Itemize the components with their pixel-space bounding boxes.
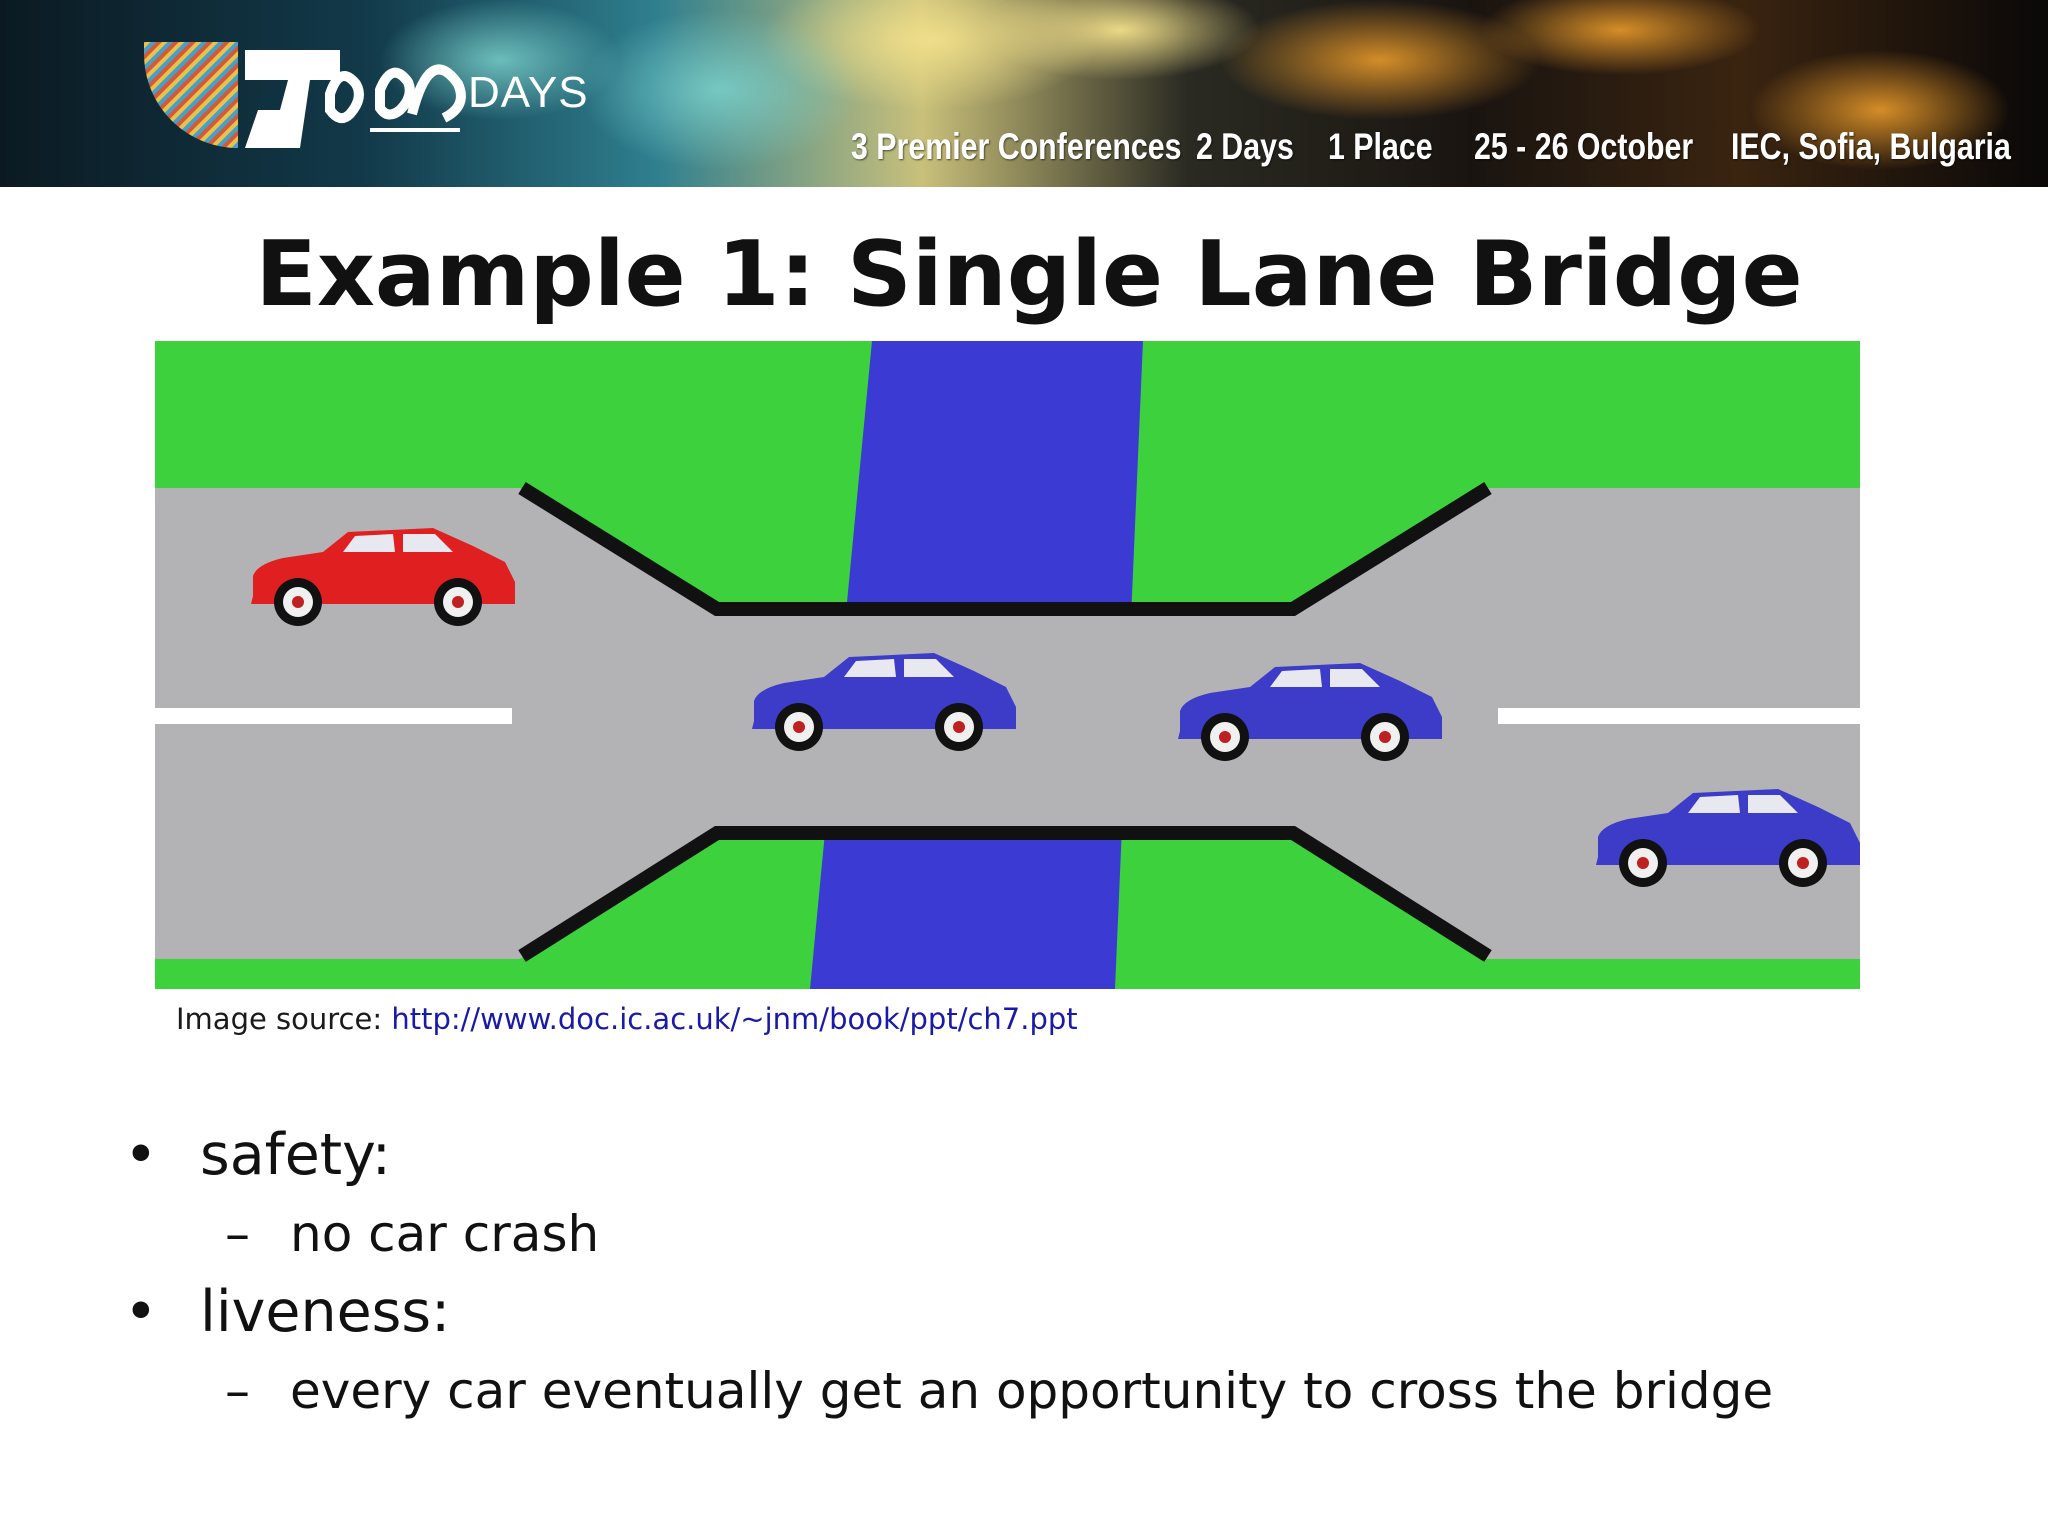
single-lane-bridge-illustration [155,341,1860,989]
bridge-rail-bottom [518,826,1492,962]
tagline-days: 2 Days [1196,126,1294,167]
bullet-text: liveness: [200,1279,451,1345]
bullet-liveness: • liveness: [124,1279,451,1345]
banner-background [0,0,2048,187]
dash-icon: – [225,1205,250,1263]
bullet-icon: • [124,1279,158,1345]
banner-tagline: 3 Premier Conferences 2 Days 1 Place 25 … [0,126,2048,176]
bullet-safety: • safety: [124,1122,391,1188]
tagline-conferences: 3 Premier Conferences [851,126,1182,167]
sub-bullet-opportunity: – every car eventually get an opportunit… [225,1362,1774,1420]
lane-divider-right [1498,708,1860,724]
bridge-rail-top [518,482,1492,616]
sub-bullet-no-crash: – no car crash [225,1205,600,1263]
conference-banner: DAYS 3 Premier Conferences 2 Days 1 Plac… [0,0,2048,187]
sub-bullet-text: every car eventually get an opportunity … [290,1362,1774,1420]
tagline-place: 1 Place [1328,126,1433,167]
image-source-caption: Image source: http://www.doc.ic.ac.uk/~j… [176,1002,1078,1036]
lane-divider-left [155,708,512,724]
image-source-link[interactable]: http://www.doc.ic.ac.uk/~jnm/book/ppt/ch… [391,1002,1078,1036]
dash-icon: – [225,1362,250,1420]
tagline-dates: 25 - 26 October [1474,126,1694,167]
caption-prefix: Image source: [176,1002,392,1036]
logo-days-text: DAYS [468,68,589,117]
bullet-text: safety: [200,1122,391,1188]
javadays-logo [144,42,466,148]
slide-title: Example 1: Single Lane Bridge [255,222,1803,327]
bullet-icon: • [124,1122,158,1188]
tagline-location: IEC, Sofia, Bulgaria [1731,126,2011,167]
sub-bullet-text: no car crash [290,1205,600,1263]
